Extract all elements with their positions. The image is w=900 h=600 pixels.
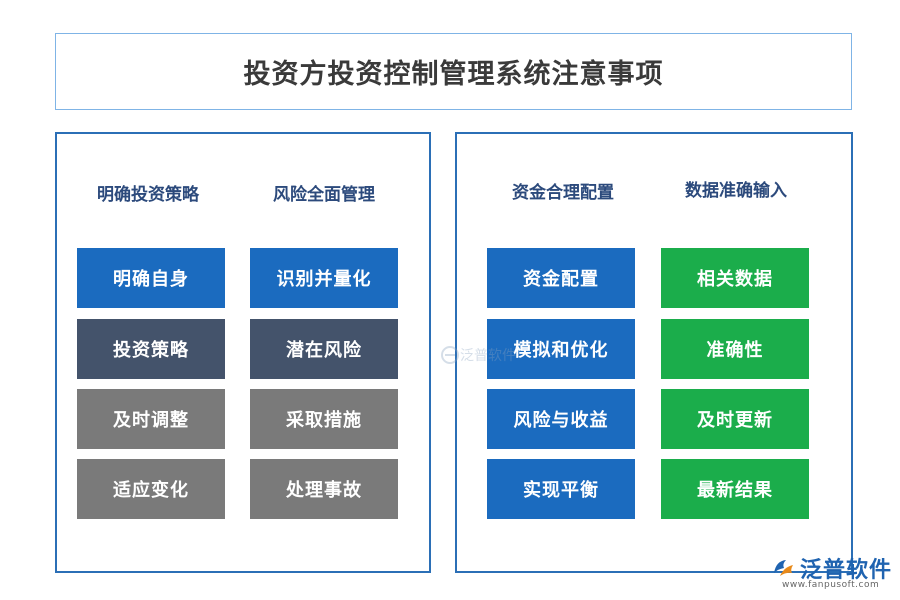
card-funds-1: 资金配置: [487, 248, 635, 308]
left-panel: [55, 132, 431, 573]
watermark-text: 泛普软件: [460, 348, 516, 364]
card-risk-4: 处理事故: [250, 459, 398, 519]
card-risk-1: 识别并量化: [250, 248, 398, 308]
brand-logo-icon: [774, 560, 793, 576]
column-heading-data: 数据准确输入: [685, 181, 787, 201]
card-strategy-4: 适应变化: [77, 459, 225, 519]
brand-logo: 泛普软件: [770, 552, 892, 584]
card-funds-2: 模拟和优化: [487, 319, 635, 379]
card-funds-4: 实现平衡: [487, 459, 635, 519]
right-panel: [455, 132, 853, 573]
column-heading-strategy: 明确投资策略: [97, 185, 199, 205]
column-heading-risk: 风险全面管理: [273, 185, 375, 205]
title-box: 投资方投资控制管理系统注意事项: [55, 33, 852, 110]
card-data-2: 准确性: [661, 319, 809, 379]
watermark: 泛普软件: [440, 345, 516, 365]
card-strategy-3: 及时调整: [77, 389, 225, 449]
card-data-3: 及时更新: [661, 389, 809, 449]
page-title: 投资方投资控制管理系统注意事项: [243, 59, 664, 90]
brand-url: www.fanpusoft.com: [782, 580, 880, 590]
card-data-1: 相关数据: [661, 248, 809, 308]
card-risk-3: 采取措施: [250, 389, 398, 449]
column-heading-funds: 资金合理配置: [512, 183, 614, 203]
watermark-logo-icon: [441, 346, 459, 364]
card-data-4: 最新结果: [661, 459, 809, 519]
card-strategy-2: 投资策略: [77, 319, 225, 379]
card-risk-2: 潜在风险: [250, 319, 398, 379]
brand-logo-text: 泛普软件: [800, 558, 893, 583]
card-funds-3: 风险与收益: [487, 389, 635, 449]
card-strategy-1: 明确自身: [77, 248, 225, 308]
